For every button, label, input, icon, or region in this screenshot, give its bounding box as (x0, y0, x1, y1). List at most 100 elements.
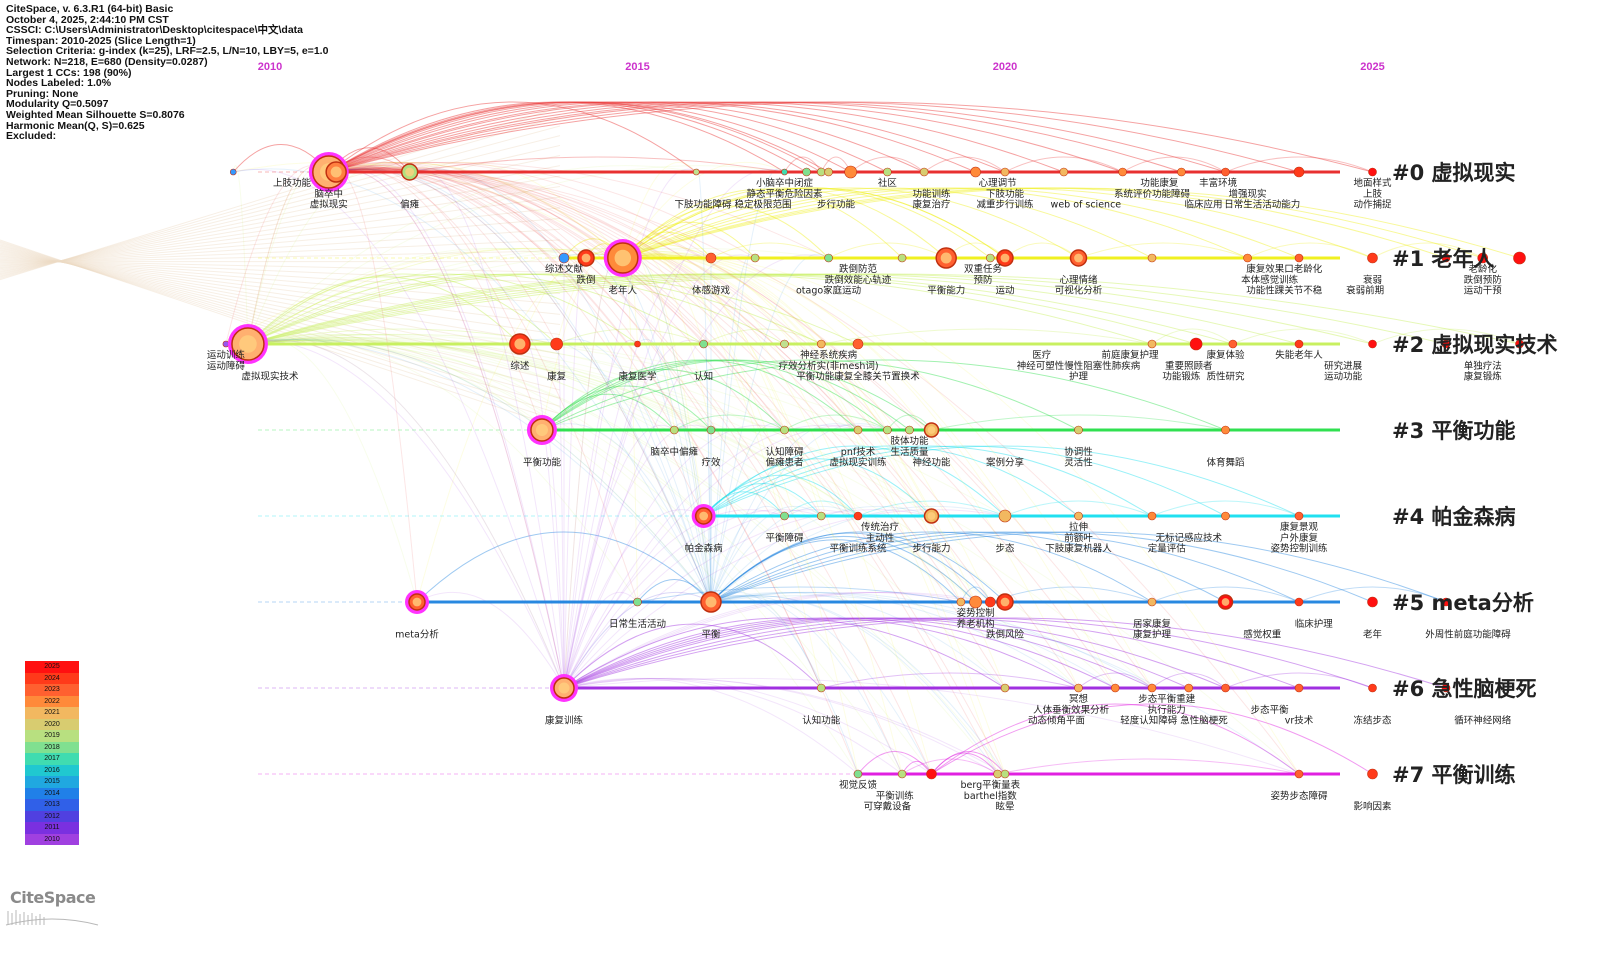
citation-arc (1122, 156, 1226, 173)
keyword-label: 生活质量 (890, 446, 929, 458)
node-core (940, 252, 952, 264)
citation-arc (233, 168, 565, 689)
year-label: 2025 (1360, 61, 1384, 73)
keyword-label: 综述 (510, 360, 530, 372)
citation-arc (622, 252, 1006, 517)
node-core (405, 167, 415, 177)
citation-arc (247, 339, 1153, 689)
keyword-label: 平衡训练系统 (829, 543, 887, 555)
keyword-label: 小脑卒中闭症 (756, 177, 814, 189)
citation-arc (710, 423, 888, 603)
keyword-node (853, 769, 863, 779)
fan-ray (0, 259, 561, 273)
citation-arc (247, 273, 638, 345)
keyword-label: barthel指数 (964, 790, 1017, 802)
citation-arc (710, 595, 1300, 775)
citation-arc (556, 338, 712, 603)
keyword-node (780, 425, 789, 435)
keyword-label: 跌倒风险 (986, 629, 1025, 641)
fan-ray (0, 253, 561, 326)
citation-arc (328, 101, 1373, 173)
citation-arc (247, 247, 587, 345)
keyword-label: 双重任务 (964, 263, 1003, 275)
fan-ray (0, 217, 561, 267)
info-line: Harmonic Mean(Q, S)=0.625 (6, 119, 145, 132)
citation-arc (563, 509, 785, 689)
cluster-title: #5 meta分析 (1392, 591, 1534, 615)
keyword-node (853, 511, 863, 521)
keyword-node (705, 252, 717, 264)
citation-arc (710, 531, 1153, 603)
citation-arc (563, 424, 888, 689)
keyword-label: 疗效分析实(非mesh词) (779, 360, 879, 372)
keyword-label: 医疗 (1032, 349, 1052, 361)
citation-arc (247, 273, 704, 345)
keyword-node (692, 168, 700, 176)
node-core (1000, 253, 1010, 263)
keyword-label: 拉伸 (1069, 521, 1088, 533)
citation-arc (563, 617, 1006, 689)
citation-arc (784, 500, 859, 517)
keyword-label: 体感游戏 (692, 285, 731, 297)
keyword-label: 轻度认知障碍 急性脑梗死 (1120, 715, 1228, 727)
node-core (558, 682, 570, 694)
citation-arc (328, 101, 1182, 173)
citation-arc (857, 751, 932, 775)
citation-arc (328, 161, 829, 259)
keyword-label: 神经功能 (912, 457, 951, 469)
citation-arc (622, 188, 903, 259)
citation-arc (247, 339, 1116, 689)
citation-arc (563, 617, 1079, 689)
keyword-label: 步行功能 (817, 199, 856, 211)
citation-arc (336, 161, 624, 259)
keyword-label: 神经可塑性慢性阻塞性肺疾病 (1017, 360, 1141, 372)
keyword-node (853, 425, 863, 435)
keyword-node (781, 168, 788, 176)
keyword-node (1368, 339, 1377, 349)
citation-arc (710, 242, 829, 259)
keyword-label: 临床应用 (1184, 199, 1222, 211)
keyword-node (1294, 511, 1304, 521)
citation-arc (247, 338, 991, 603)
citation-arc (622, 187, 1006, 259)
info-line: October 4, 2025, 2:44:10 PM CST (6, 13, 169, 26)
keyword-label: 跌倒效能心轨迹 (825, 274, 892, 286)
keyword-label: 功能训练 (912, 188, 951, 200)
keyword-label: 偏瘫患者 (765, 457, 803, 469)
citation-arc (622, 187, 1248, 259)
citation-arc (247, 337, 785, 517)
citation-arc (247, 247, 829, 345)
keyword-label: 功能性踝关节不稳 (1246, 285, 1323, 297)
cluster-title: #0 虚拟现实 (1392, 161, 1516, 185)
citation-arc (563, 509, 859, 689)
keyword-label: 认知功能 (802, 715, 841, 727)
citation-arc (703, 445, 1300, 517)
citation-arc (541, 393, 675, 431)
node-core (699, 511, 709, 521)
citation-arc (247, 247, 712, 345)
citation-arc (1004, 156, 1123, 173)
citation-arc (563, 424, 712, 689)
citation-arc (328, 166, 785, 431)
citation-arc (541, 385, 712, 431)
citation-arc (703, 474, 859, 517)
cluster-title: #2 虚拟现实技术 (1392, 333, 1558, 357)
keyword-label: 上肢功能 (273, 177, 312, 189)
keyword-label: 居家康复 (1133, 618, 1172, 630)
citation-arc (1298, 586, 1447, 603)
keyword-label: 运动功能 (1324, 371, 1363, 383)
citation-arc (563, 509, 822, 689)
keyword-label: 老年 (1363, 629, 1383, 641)
keyword-node (816, 683, 826, 693)
fan-ray (0, 125, 561, 278)
citation-arc (328, 165, 521, 345)
keyword-label: 步态 (995, 543, 1015, 555)
citation-arc (1151, 586, 1300, 603)
citation-arc (710, 595, 903, 775)
citation-arc (622, 187, 1153, 259)
keyword-node (993, 769, 1002, 779)
node-core (330, 166, 342, 178)
info-line: CiteSpace, v. 6.3.R1 (64-bit) Basic (6, 3, 174, 15)
